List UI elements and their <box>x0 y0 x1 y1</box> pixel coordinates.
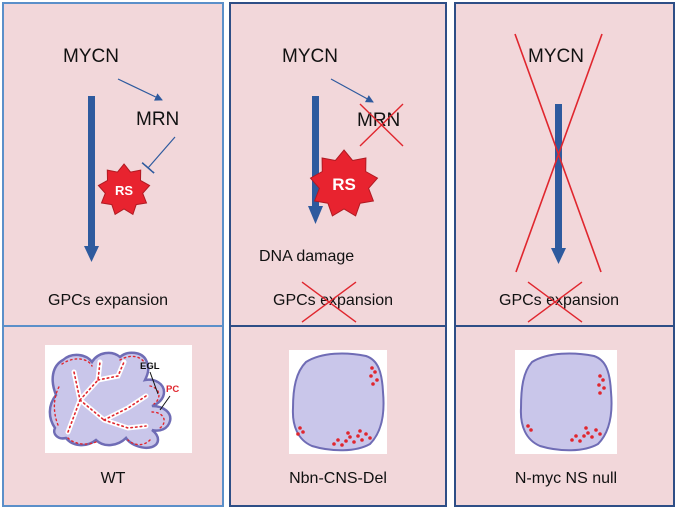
mrn-cross-b <box>359 103 404 147</box>
panel-nmyc-top <box>454 2 675 327</box>
rs-burst: RS <box>309 149 379 217</box>
cerebellum-wt-image: EGL PC <box>45 345 192 453</box>
pc-dots <box>526 374 606 443</box>
main-pathway-arrow-shaft <box>88 96 95 248</box>
main-pathway-arrow-shaft <box>555 104 562 250</box>
panel-n-myc-ns-null: MYCN GPCs expansion N-myc NS null <box>454 2 675 507</box>
egl-label: EGL <box>140 361 160 372</box>
outcome-cross-b <box>301 281 357 323</box>
panel-wt-top <box>2 2 224 327</box>
mrn-inhibits-rs <box>141 136 176 174</box>
panel-wt: MYCN MRN RS GPCs expansion EGL PC WT <box>2 2 224 507</box>
cerebellum-null-image <box>515 350 617 454</box>
panel-nbn-cns-del: MYCN MRN RS DNA damage GPCs expansion Nb… <box>229 2 447 507</box>
caption-label: Nbn-CNS-Del <box>289 470 387 487</box>
main-pathway-arrow-head <box>308 206 323 224</box>
outcome-cross-b <box>527 281 583 323</box>
egl-pointer <box>149 371 159 395</box>
mrn-label: MRN <box>136 109 179 130</box>
mycn-to-mrn-arrow <box>117 78 163 101</box>
pc-pointer <box>159 395 171 411</box>
caption-label: WT <box>101 470 126 487</box>
cerebellum-mutant-image <box>289 350 387 454</box>
pc-label: PC <box>166 384 179 395</box>
mycn-to-mrn-arrow <box>330 78 374 103</box>
rs-label: RS <box>332 175 356 194</box>
mycn-cross-a <box>514 33 602 273</box>
caption-label: N-myc NS null <box>515 470 617 487</box>
mycn-cross-b <box>515 33 603 273</box>
cerebellum-smooth <box>291 352 385 452</box>
cerebellum-smooth <box>519 352 613 452</box>
rs-burst: RS <box>97 163 151 216</box>
main-pathway-arrow-shaft <box>312 96 319 208</box>
main-pathway-arrow-head <box>551 248 566 264</box>
cerebellum-folia <box>48 351 172 449</box>
main-pathway-arrow-head <box>84 246 99 262</box>
mycn-label: MYCN <box>528 46 584 67</box>
mycn-label: MYCN <box>63 46 119 67</box>
dna-damage-label: DNA damage <box>259 248 354 265</box>
outcome-label: GPCs expansion <box>499 292 619 309</box>
outcome-label: GPCs expansion <box>48 292 168 309</box>
outcome-label: GPCs expansion <box>273 292 393 309</box>
mycn-label: MYCN <box>282 46 338 67</box>
rs-label: RS <box>115 183 133 198</box>
mrn-label: MRN <box>357 110 400 131</box>
pc-dots <box>296 366 379 447</box>
